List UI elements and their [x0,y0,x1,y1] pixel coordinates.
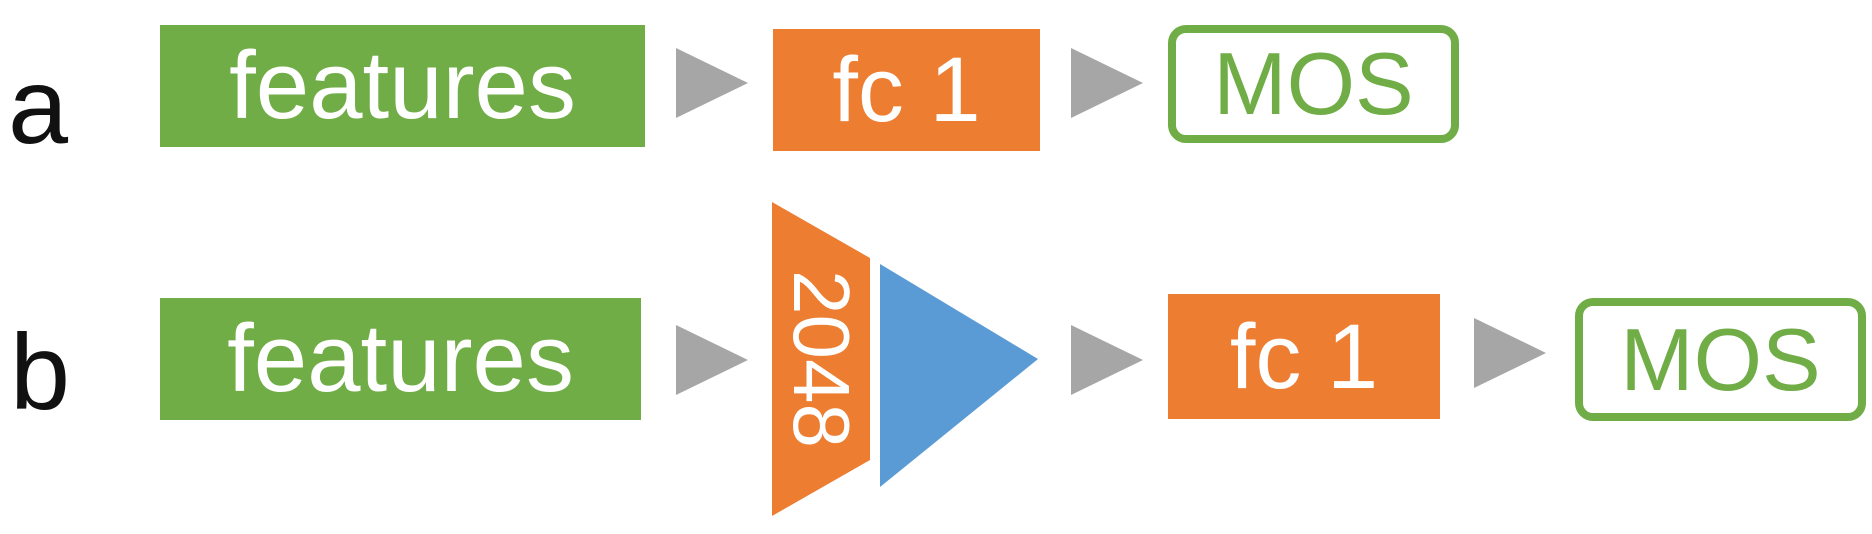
row-b-arrow-1-icon [676,325,748,395]
row-a-features-box: features [160,25,645,147]
row-b-features-label: features [227,305,574,412]
row-a-features-label: features [229,32,576,139]
row-b-arrow-3-icon [1474,318,1546,388]
row-b-neuron-icon [880,264,1038,487]
row-b-mos-box: MOS [1575,298,1866,421]
row-a-fc-box: fc 1 [773,29,1040,151]
row-a-mos-box: MOS [1168,25,1459,143]
row-a-arrow-2-icon [1071,48,1143,118]
row-a-mos-label: MOS [1213,34,1414,133]
row-a-fc-label: fc 1 [832,39,981,141]
row-b-arrow-2-icon [1071,325,1143,395]
row-b-fc-box: fc 1 [1168,294,1440,419]
row-b-mos-label: MOS [1620,309,1821,409]
row-a-arrow-1-icon [676,48,748,118]
row-a-label: a [8,45,69,166]
row-b-features-box: features [160,298,641,420]
row-b-fc-label: fc 1 [1229,305,1379,408]
row-b-label: b [10,311,71,432]
row-b-dense-layer-shape [772,202,870,516]
row-b-dense-layer-label: 2048 [777,270,866,448]
